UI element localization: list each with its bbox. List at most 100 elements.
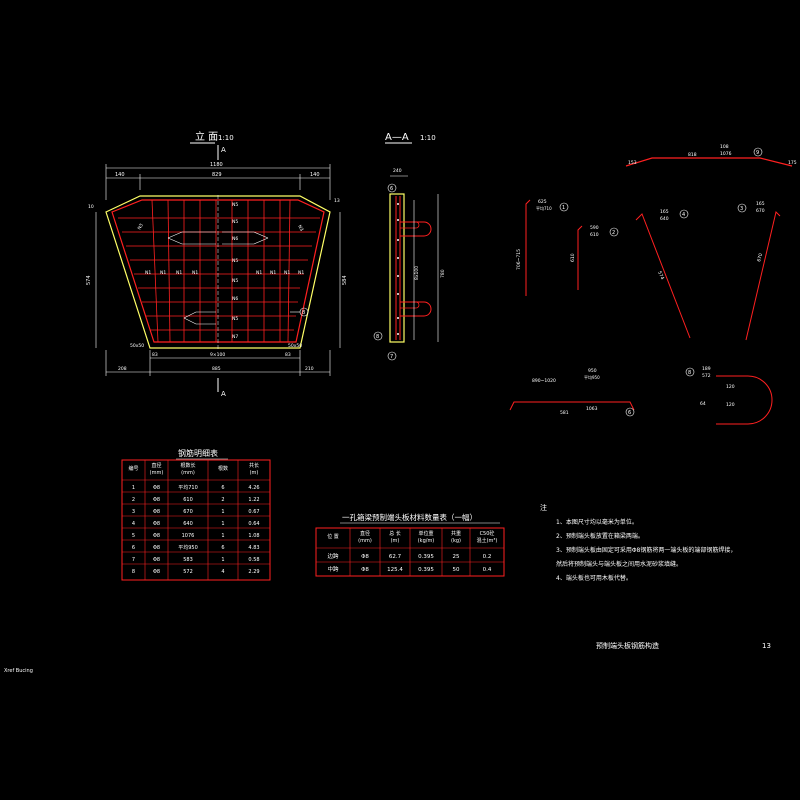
section-view: A—A 1:10 240 8x100 780 6 8 <box>373 132 446 361</box>
dim-bottom-left-small: 83 <box>152 352 158 358</box>
rebar-table-cell: Φ8 <box>153 533 160 539</box>
shape8-c: 120 <box>726 402 735 408</box>
bar-label: N6 <box>232 236 238 242</box>
rebar-table-cell: Φ8 <box>153 557 160 563</box>
material-table-cell: 62.7 <box>389 554 402 560</box>
shape9-id: 9 <box>756 150 759 156</box>
notes: 注 1、本图尺寸均以毫米为单位。 2、预制端头板放置在箱梁两端。 3、预制端头板… <box>540 503 736 582</box>
section-top-dim: 240 <box>393 168 402 174</box>
shape5-sub: 平均950 <box>584 374 600 380</box>
shape8-b: 64 <box>700 401 706 407</box>
callout-number: 8 <box>302 310 305 316</box>
material-table-title: 一孔箱梁预制端头板材料数量表（一幅） <box>342 512 477 522</box>
dim-bottom-right: 210 <box>305 366 314 372</box>
bar-label-vertical: N1 <box>176 270 182 276</box>
rebar-table-cell: 1.22 <box>248 497 259 503</box>
dim-middle: 829 <box>212 172 222 178</box>
rebar-table-cell: 2 <box>221 497 224 503</box>
section-outline <box>389 193 405 343</box>
shape5-bottom: 1063 <box>586 406 598 412</box>
material-table-cell: 0.395 <box>418 554 434 560</box>
section-rebar-dots <box>397 203 399 335</box>
material-table-cell: 0.2 <box>483 554 492 560</box>
rebar-table-header: 根数长 <box>180 462 195 469</box>
shape9-right: 175 <box>788 160 797 166</box>
material-table-header: (mm) <box>358 538 372 544</box>
shape5-id: 6 <box>628 410 631 416</box>
material-table-header: (kg) <box>451 538 461 544</box>
rebar-table-cell: 6 <box>132 545 135 551</box>
elevation-title: 立 面 <box>195 130 218 143</box>
shape3-len: 670 <box>756 253 764 263</box>
rebar-table-cell: 4 <box>221 569 224 575</box>
shape4-sub: 640 <box>660 216 669 222</box>
bent-bars <box>167 231 269 325</box>
rebar-table-cell: Φ8 <box>153 545 160 551</box>
plate-rebar-outline <box>111 199 325 343</box>
shape1-id: 1 <box>562 205 565 211</box>
elevation-scale: 1:10 <box>218 134 234 142</box>
material-table-header: 总 长 <box>389 530 401 537</box>
dim-right-vert: 584 <box>342 275 348 285</box>
rebar-table-cell: 610 <box>183 497 193 503</box>
rebar-table-header: (mm) <box>181 470 195 476</box>
shape2-top: 590 <box>590 225 599 231</box>
shape2-id: 2 <box>612 230 615 236</box>
dim-bottom-left: 208 <box>118 366 127 372</box>
material-table-header: 混土(m³) <box>477 537 498 544</box>
rebar-table-cell: Φ8 <box>153 485 160 491</box>
bar-label-vertical: N1 <box>160 270 166 276</box>
note-line: 3、预制端头板由固定可采用Φ8钢筋将两一端头板的端部钢筋焊接， <box>556 546 736 554</box>
corner-label-left: 50x50 <box>130 343 144 349</box>
shape2-sub: 610 <box>590 232 599 238</box>
shape9-top: 1076 <box>720 151 732 157</box>
bar-label: N7 <box>232 334 238 340</box>
notes-title: 注 <box>540 503 547 512</box>
shape3-sub: 670 <box>756 208 765 214</box>
material-table-cell: 0.395 <box>418 567 434 573</box>
shape1-top: 625 <box>538 199 547 205</box>
rebar-table-cell: 572 <box>183 569 193 575</box>
rebar-table-cell: 5 <box>132 533 135 539</box>
shape4-len: 574 <box>656 270 665 280</box>
section-mark-top: A <box>221 146 226 154</box>
dim-left-chamfer: 140 <box>115 172 125 178</box>
rebar-table-header: 根数 <box>218 465 228 472</box>
bar-label: N5 <box>232 219 238 225</box>
rebar-table-cell: 1 <box>221 509 224 515</box>
material-table-header: (m) <box>391 538 400 544</box>
bar-label: N6 <box>232 296 238 302</box>
material-table-cell: 25 <box>453 554 460 560</box>
rebar-table-header: 共长 <box>249 462 259 469</box>
note-line: 然后将预制端头与端头板之间用水泥砂浆填缝。 <box>556 560 682 568</box>
shape3-id: 3 <box>740 206 743 212</box>
note-line: 2、预制端头板放置在箱梁两端。 <box>556 532 644 540</box>
rebar-table-header: 直径 <box>151 462 161 469</box>
shape9-left: 153 <box>628 160 637 166</box>
material-table-header: 共重 <box>451 530 461 537</box>
material-table-cell: 125.4 <box>387 567 403 573</box>
shape4-id: 4 <box>682 212 685 218</box>
section-callout: 6 <box>390 186 393 192</box>
section-spacing: 8x100 <box>414 266 420 280</box>
rebar-table-cell: 640 <box>183 521 193 527</box>
shape1-sub: 平均710 <box>536 205 552 211</box>
dim-left-vert: 574 <box>86 275 92 285</box>
note-line: 4、端头板也可用木板代替。 <box>556 574 632 582</box>
bar-label: N5 <box>232 316 238 322</box>
plate-outline <box>105 195 331 349</box>
material-table-header: (kg/m) <box>418 538 435 544</box>
rebar-table-cell: Φ8 <box>153 569 160 575</box>
bar-shapes: 153 818 108 1076 9 175 625 平均710 1 706~7… <box>509 144 797 425</box>
material-table-header: 单位重 <box>418 530 433 537</box>
rebar-table-cell: 7 <box>132 557 135 563</box>
rebar-table-cell: Φ8 <box>153 521 160 527</box>
bar-label-vertical: N1 <box>270 270 276 276</box>
rebar-table-cell: 6 <box>221 545 224 551</box>
section-scale: 1:10 <box>420 134 436 142</box>
shape8-top: 189 <box>702 366 711 372</box>
rebar-table-cell: 4.83 <box>248 545 259 551</box>
side-label-left: N3 <box>137 222 145 231</box>
